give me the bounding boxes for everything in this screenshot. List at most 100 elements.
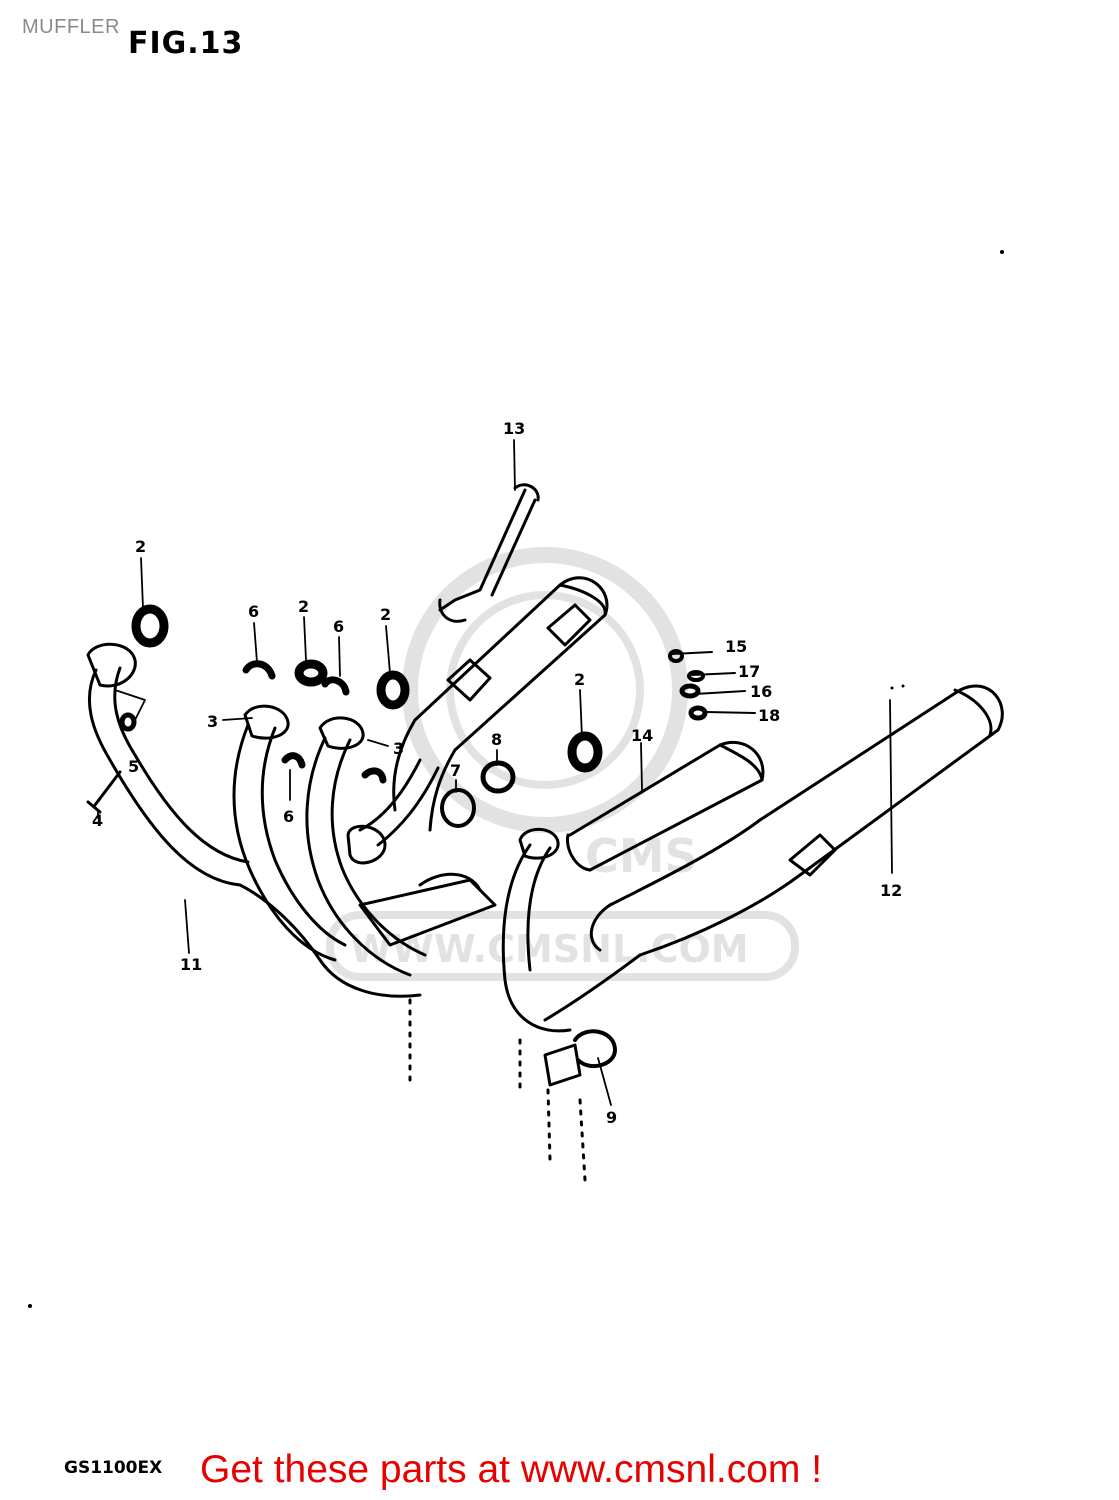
header-pipe-3-inner: [330, 738, 427, 957]
callout-6: 6: [333, 617, 344, 636]
header-pipe-4-inner: [526, 846, 552, 972]
header-pipe-1: [87, 668, 242, 887]
header-pipe-4: [501, 843, 572, 1033]
nut-16-head: [679, 683, 701, 699]
washer-17-head: [687, 670, 705, 682]
right-muffler-tail: [543, 903, 642, 1022]
watermark-logo-text: CMS: [585, 829, 698, 883]
callout-17: 17: [738, 662, 760, 681]
bolt-15-head: [668, 649, 684, 663]
leader-6b: [338, 636, 341, 677]
leader-5: [114, 689, 146, 731]
callout-16: 16: [750, 682, 772, 701]
gaskets: [131, 604, 603, 773]
exhaust-clamp-8: [480, 760, 516, 794]
small-hardware: [668, 649, 756, 721]
leader-6a: [253, 622, 258, 663]
leader-3a: [222, 717, 253, 721]
right-muffler-taper: [608, 818, 802, 957]
scan-dot: [1000, 250, 1004, 254]
promo-link[interactable]: Get these parts at www.cmsnl.com !: [200, 1448, 823, 1491]
header-flange-2: [243, 704, 290, 740]
callout-4: 4: [92, 811, 103, 830]
callout-2: 2: [298, 597, 309, 616]
figure-label: FIG.13: [128, 26, 244, 61]
collector-2: [418, 872, 482, 892]
header-pipe-3: [305, 736, 412, 977]
clamp-9: [543, 1029, 617, 1087]
collector: [358, 878, 497, 947]
bolt-4: [86, 770, 122, 814]
left-muffler-end: [558, 583, 607, 617]
callout-5: 5: [128, 757, 139, 776]
callout-labels: 2 6 2 6 2 13 3 5 4 6 3 7 8 2 14 15 17 16…: [92, 419, 902, 1127]
header-flange-4: [518, 827, 560, 860]
leader-2c: [385, 625, 391, 674]
header-flange-3: [318, 716, 365, 750]
connector-pipe-end: [718, 743, 764, 782]
callout-6: 6: [283, 807, 294, 826]
half-ring-2: [321, 676, 350, 696]
exhaust-seal: [440, 788, 476, 828]
pipe-dashes-right: [518, 1038, 587, 1182]
watermark-logo-inner: [446, 591, 644, 789]
callout-7: 7: [450, 761, 461, 780]
header-pipe-2-inner: [260, 726, 347, 947]
watermark: CMS WWW.CMSNL.COM: [326, 547, 799, 981]
model-label: GS1100EX: [64, 1458, 163, 1478]
washer-17: [691, 672, 736, 676]
bracket-foot: [438, 598, 467, 623]
right-muffler-end: [953, 688, 993, 737]
gasket-1: [131, 604, 169, 648]
watermark-url-bar: [326, 911, 799, 981]
left-muffler: [392, 576, 609, 832]
left-muffler-guard: [546, 603, 592, 647]
header-pipe-1-inner: [113, 666, 250, 864]
connector-pipe: [565, 740, 765, 872]
connector-pipe-sleeve: [565, 833, 592, 872]
half-ring-1: [242, 660, 276, 680]
callout-12: 12: [880, 881, 902, 900]
leader-lines: [97, 439, 893, 1106]
scan-dot: [28, 1304, 32, 1308]
nut-16: [694, 690, 746, 695]
crossover-clamp: [346, 824, 387, 865]
muffler-bracket: [438, 483, 540, 623]
bracket-top: [513, 483, 540, 502]
leader-11: [184, 899, 190, 954]
exhaust-header-pipes: [86, 642, 587, 1182]
bolt-15: [671, 651, 713, 655]
right-muffler-body: [758, 684, 1004, 877]
left-muffler-lower: [392, 718, 457, 832]
callout-15: 15: [725, 637, 747, 656]
callout-11: 11: [180, 955, 202, 974]
callout-2: 2: [135, 537, 146, 556]
leader-2a: [140, 557, 144, 609]
leader-13: [513, 439, 516, 491]
washer-18: [705, 711, 756, 714]
callout-2: 2: [380, 605, 391, 624]
clamp-9-ring: [573, 1029, 617, 1069]
leader-14: [640, 742, 643, 791]
callout-3: 3: [207, 712, 218, 731]
callout-18: 18: [758, 706, 780, 725]
gasket-4: [567, 731, 603, 773]
leader-2b: [303, 616, 307, 661]
callout-13: 13: [503, 419, 525, 438]
gasket-2: [294, 659, 328, 687]
left-muffler-bracket: [446, 658, 492, 702]
leader-3b: [367, 739, 389, 747]
leader-2d: [579, 689, 583, 739]
right-muffler-bracket: [788, 833, 837, 877]
callout-2: 2: [574, 670, 585, 689]
callout-6: 6: [248, 602, 259, 621]
callout-9: 9: [606, 1108, 617, 1127]
right-muffler: [543, 684, 1004, 1022]
clamp-9-body: [543, 1043, 582, 1087]
half-ring-4: [361, 767, 387, 784]
bracket-arm: [438, 488, 537, 612]
half-ring-3: [281, 752, 306, 769]
leader-9: [597, 1057, 612, 1106]
washer-18-head: [688, 705, 708, 721]
